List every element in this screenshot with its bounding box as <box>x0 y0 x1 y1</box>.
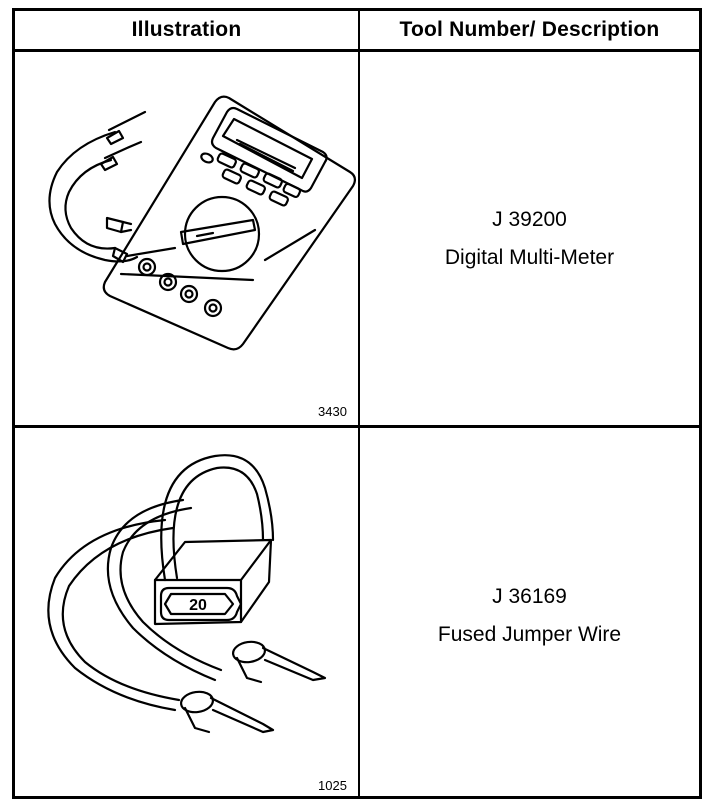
tool-table: Illustration Tool Number/ Description <box>12 8 702 799</box>
figure-id: 3430 <box>318 404 347 419</box>
row-divider <box>15 425 699 428</box>
tool-description: Digital Multi-Meter <box>444 246 615 269</box>
tool-description-cell: J 39200 Digital Multi-Meter <box>360 201 699 277</box>
tool-number: J 36169 <box>492 585 567 608</box>
tool-description: Fused Jumper Wire <box>437 623 622 646</box>
fused-jumper-wire-icon: 20 <box>47 454 327 734</box>
fuse-rating-label: 20 <box>189 597 207 614</box>
header-illustration: Illustration <box>131 18 242 41</box>
header-divider <box>15 49 699 52</box>
figure-id: 1025 <box>318 778 347 793</box>
column-divider <box>358 11 360 796</box>
tool-number: J 39200 <box>492 208 567 231</box>
header-tool-description: Tool Number/ Description <box>399 18 660 41</box>
digital-multimeter-icon <box>48 95 357 351</box>
tool-description-cell: J 36169 Fused Jumper Wire <box>360 578 699 654</box>
